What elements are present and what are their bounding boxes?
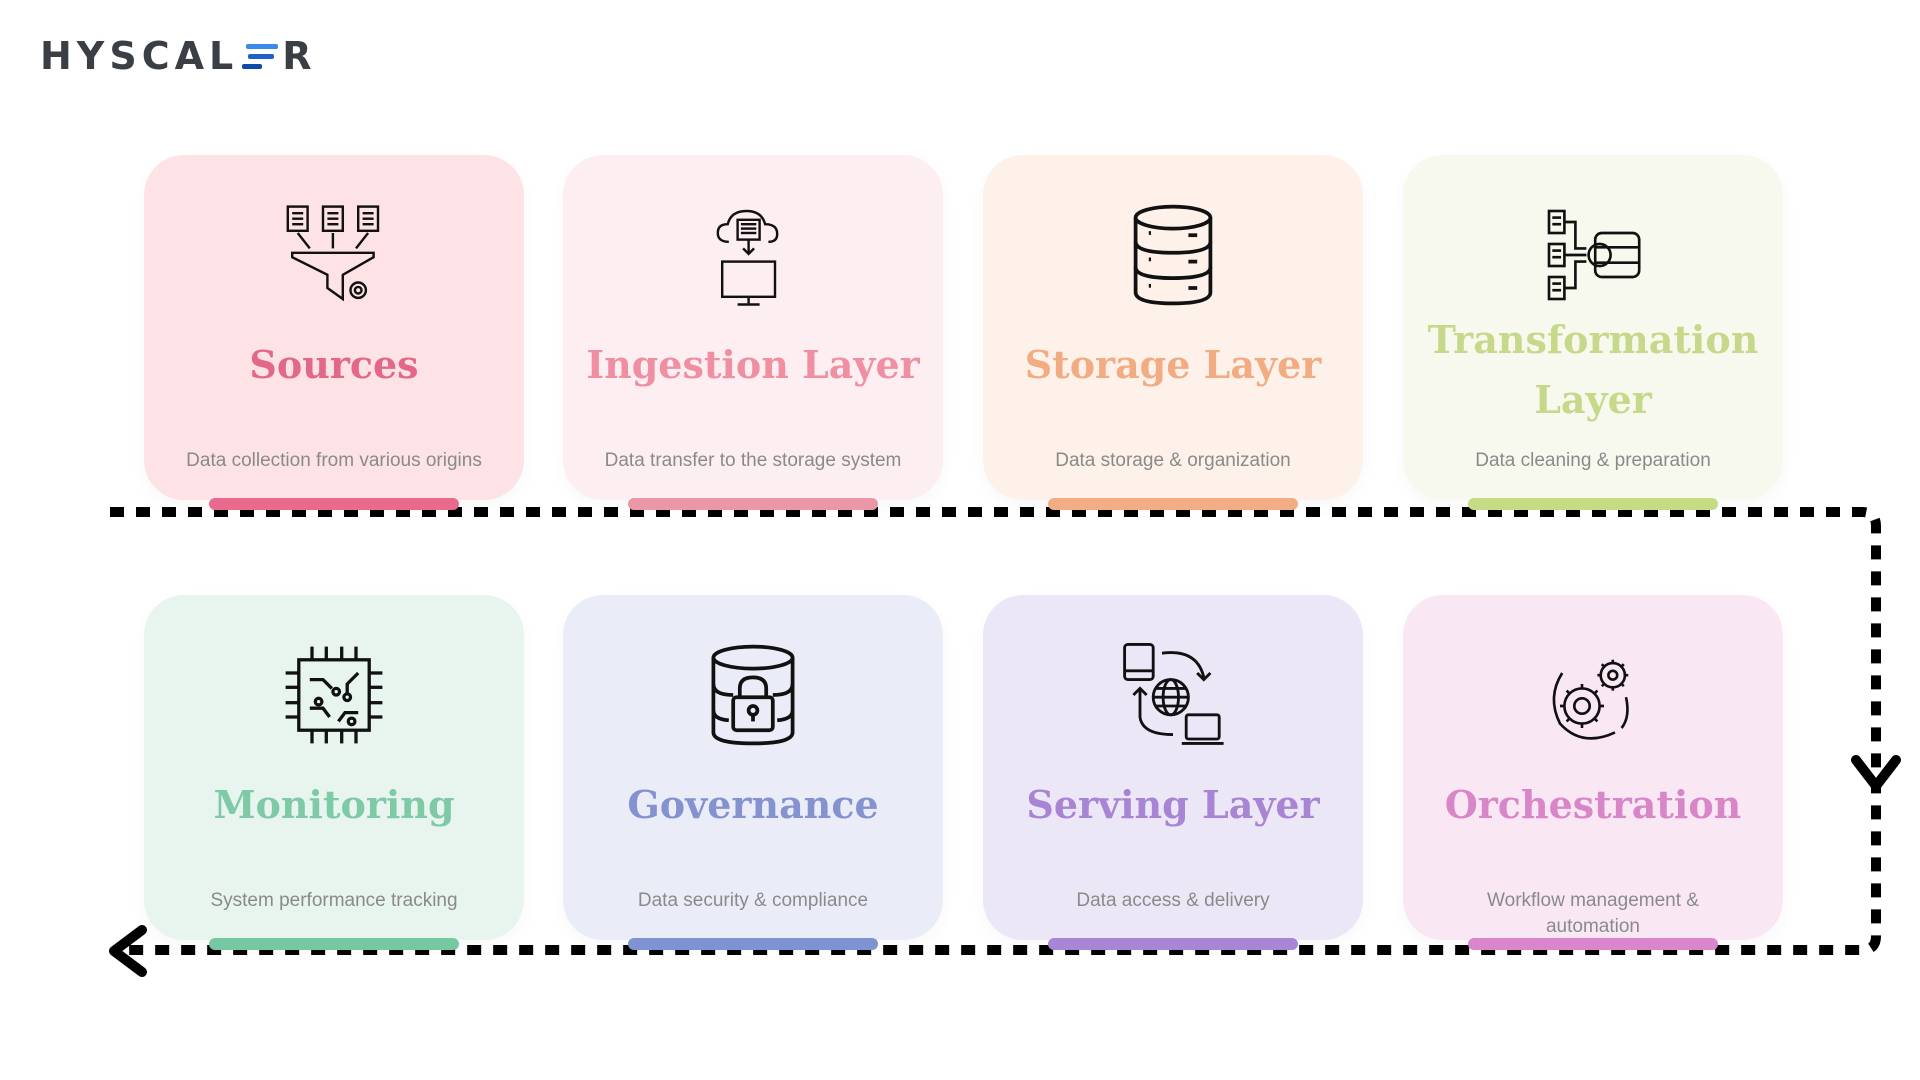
layer-title: Sources — [249, 342, 419, 387]
layer-color-bar — [1048, 938, 1298, 950]
layer-description: Data access & delivery — [1076, 890, 1270, 911]
logo-bars-mark — [242, 42, 279, 70]
globe-devices-sync-icon — [1118, 640, 1228, 750]
layer-title: Orchestration — [1444, 782, 1742, 827]
card-ingestion-layer: Ingestion Layer Data transfer to the sto… — [563, 155, 943, 510]
layer-color-bar — [628, 938, 878, 950]
database-icon — [1118, 200, 1228, 310]
layer-description: Data collection from various origins — [186, 450, 482, 471]
gears-workflow-icon — [1538, 640, 1648, 750]
logo-text-left: HYSCAL — [40, 34, 239, 78]
pipeline-transform-icon — [1538, 200, 1648, 310]
left-arrowhead — [109, 925, 147, 977]
layer-color-bar — [209, 938, 459, 950]
layer-color-bar — [1468, 498, 1718, 510]
layer-color-bar — [1048, 498, 1298, 510]
layer-title: Governance — [627, 782, 879, 827]
layer-title: Ingestion Layer — [586, 342, 920, 387]
layer-title: Monitoring — [213, 782, 455, 827]
database-lock-icon — [698, 640, 808, 750]
card-transformation-layer: Transformation Layer Data cleaning & pre… — [1403, 155, 1783, 510]
layer-description: Data cleaning & preparation — [1475, 450, 1711, 471]
layer-description: Data storage & organization — [1055, 450, 1291, 471]
layer-color-bar — [209, 498, 459, 510]
layer-title: Serving Layer — [1026, 782, 1320, 827]
layer-title: Storage Layer — [1024, 342, 1322, 387]
card-sources: Sources Data collection from various ori… — [144, 155, 524, 510]
circuit-chip-icon — [279, 640, 389, 750]
layer-description: Data security & compliance — [637, 890, 869, 911]
card-orchestration: Orchestration Workflow management & auto… — [1403, 595, 1783, 950]
hyscaler-logo: HYSCAL R — [40, 34, 317, 78]
documents-funnel-gear-icon — [279, 200, 389, 310]
layer-color-bar — [628, 498, 878, 510]
logo-text-right: R — [282, 34, 317, 78]
card-storage-layer: Storage Layer Data storage & organizatio… — [983, 155, 1363, 510]
cloud-download-monitor-icon — [698, 200, 808, 310]
card-serving-layer: Serving Layer Data access & delivery — [983, 595, 1363, 950]
layer-description: Data transfer to the storage system — [604, 450, 902, 471]
card-monitoring: Monitoring System performance tracking — [144, 595, 524, 950]
card-governance: Governance Data security & compliance — [563, 595, 943, 950]
layer-title: Transformation Layer — [1427, 317, 1759, 422]
layer-description: System performance tracking — [210, 890, 458, 911]
down-arrowhead — [1851, 755, 1901, 791]
layer-description: Workflow management & automation — [1487, 890, 1699, 937]
layer-color-bar — [1468, 938, 1718, 950]
